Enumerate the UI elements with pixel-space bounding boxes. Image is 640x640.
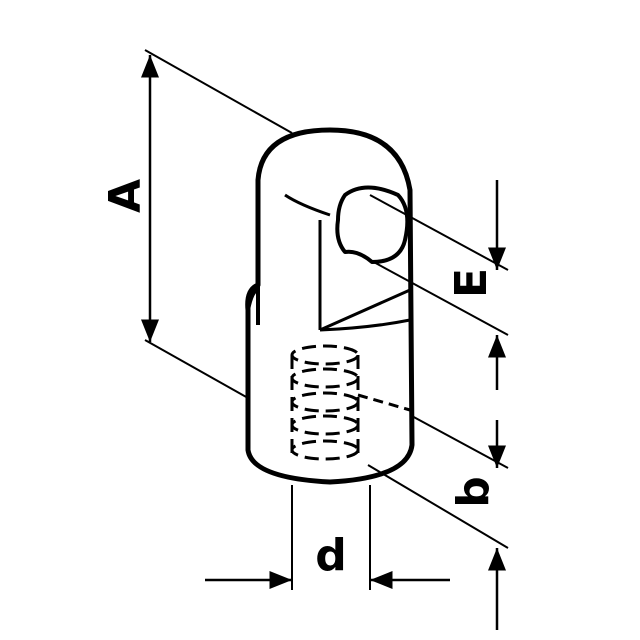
label-A: A xyxy=(100,179,151,213)
rod-end-body xyxy=(245,127,415,485)
extension-lines xyxy=(144,49,509,590)
label-d: d xyxy=(315,530,347,581)
label-b: b xyxy=(448,476,499,508)
label-E: E xyxy=(446,268,497,298)
dimension-lines xyxy=(141,55,506,630)
